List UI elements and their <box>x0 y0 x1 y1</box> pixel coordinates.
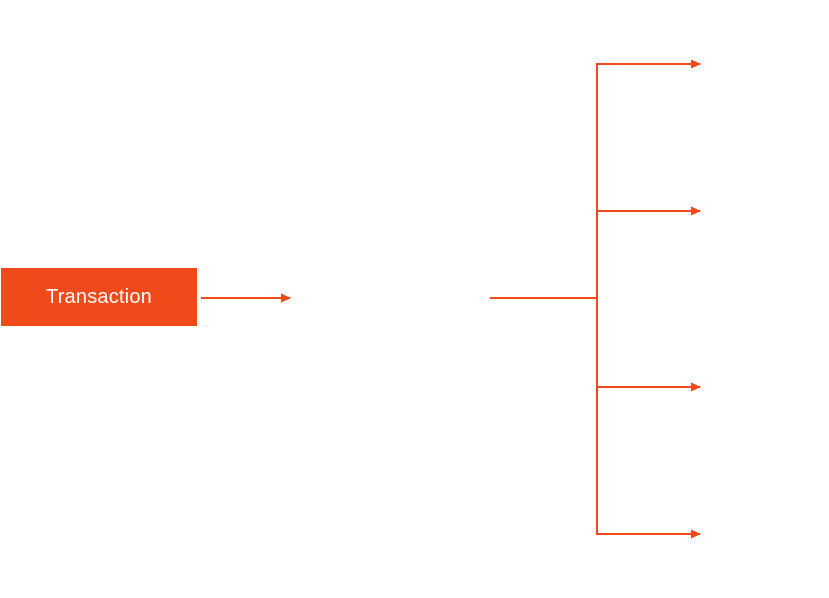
transaction-node: Transaction <box>1 268 197 326</box>
transaction-node-label: Transaction <box>46 285 152 308</box>
